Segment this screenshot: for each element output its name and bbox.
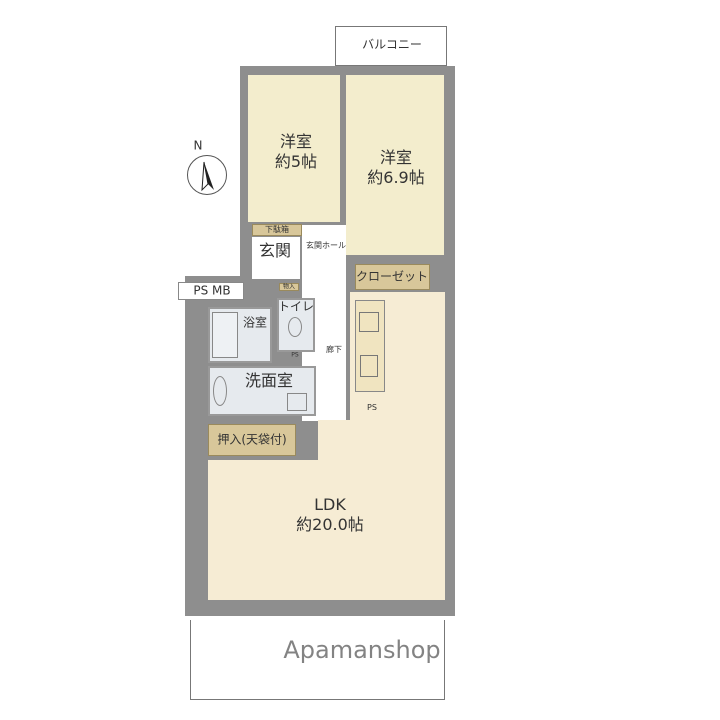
washer-pan [287,393,307,411]
toilet-icon [288,317,302,337]
stove-icon [359,312,379,332]
watermark: Apamanshop [283,636,441,664]
ldk-joint [318,420,358,465]
north-arrow-icon [187,155,227,195]
room-size: 約20.0帖 [296,515,364,534]
shoe-box [252,224,302,236]
sink-icon [213,376,227,406]
bath-label: 浴室 [242,315,268,330]
room-name: 洋室 [279,132,312,151]
room-size: 約6.9帖 [367,168,425,187]
western-room-2-label: 洋室約6.9帖 [367,148,424,188]
western-room-1 [248,75,340,222]
bathtub [212,312,238,358]
ps-mb-label: PS MB [193,283,231,298]
washroom [208,366,316,416]
washroom-label: 洗面室 [244,371,294,390]
balcony-top-label: バルコニー [362,37,422,52]
ldk-lower [208,460,445,600]
balcony-bottom [190,620,445,700]
balcony-top [335,26,447,66]
entrance-hall-label: 玄関ホール [306,241,346,250]
room-size: 約5帖 [274,152,318,171]
compass-needle-icon [201,161,214,192]
room-name: LDK [314,495,346,514]
ps-mb [178,282,244,300]
corridor-label: 廊下 [326,345,342,354]
oshiire-label: 押入(天袋付) [217,432,287,447]
oshiire [208,424,296,456]
closet [355,264,430,290]
western-room-2 [346,75,444,255]
ps-kitchen-label: PS [367,403,377,412]
western-room-1-label: 洋室約5帖 [275,132,317,172]
toilet-label: トイレ [277,299,315,314]
storage [279,283,299,291]
ps-small-label: PS [291,351,299,359]
storage-label: 物入 [282,283,296,291]
room-name: 洋室 [379,148,413,167]
north-label: N [193,138,203,153]
entrance-label: 玄関 [258,241,292,260]
shoe-box-label: 下駄箱 [265,225,289,234]
kitchen-sink-icon [360,355,378,377]
entrance [252,237,300,279]
closet-label: クローゼット [355,269,429,284]
